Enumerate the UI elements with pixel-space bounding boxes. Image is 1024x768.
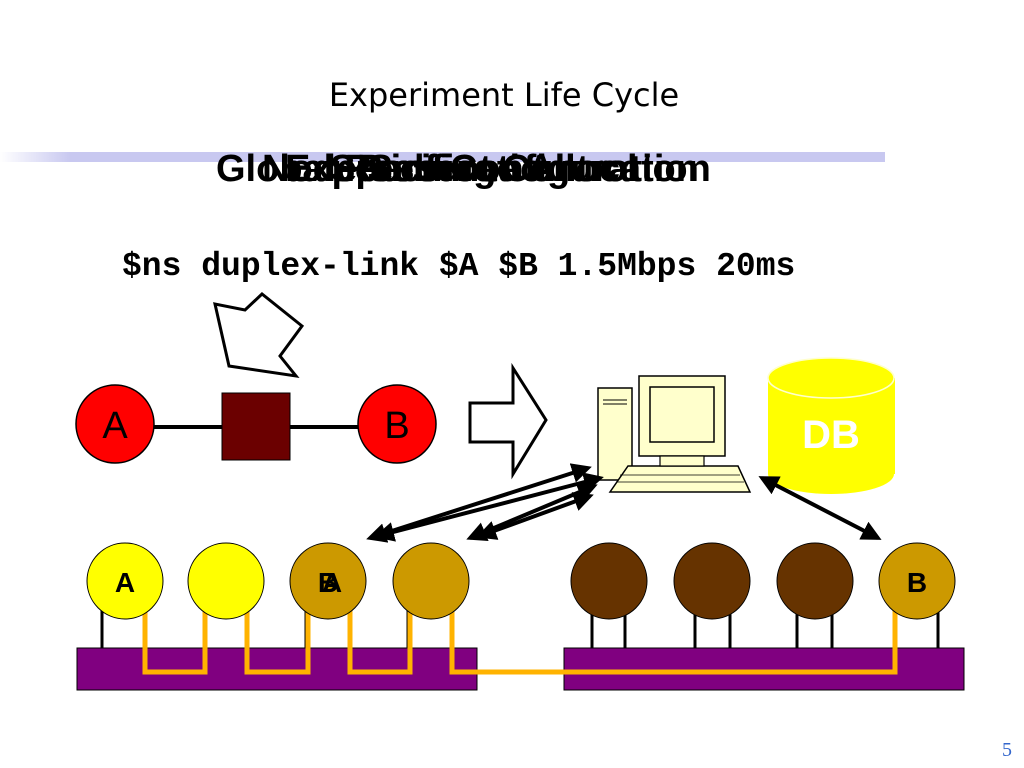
- control-arrow-2: [374, 472, 604, 542]
- heading-global-resource-allocation: Global Resource Allocation: [216, 148, 711, 190]
- topology-node-a: [75, 384, 155, 464]
- heading-node-self-configuration: Node Self-Configuration: [262, 148, 699, 190]
- pc-node-6: [673, 542, 751, 620]
- pc-node-3-label-a: A: [322, 567, 342, 598]
- control-arrow-4: [476, 492, 594, 540]
- pc-node-a-label: A: [115, 567, 135, 598]
- pc-node-b-label: B: [907, 567, 927, 598]
- switch-right: [563, 647, 965, 691]
- switch-left: [76, 647, 478, 691]
- control-arrow-db: [758, 476, 882, 540]
- heading-specification: Specification: [330, 148, 567, 190]
- link-delay-box: [221, 392, 291, 461]
- slide-title: Experiment Life Cycle: [328, 76, 680, 114]
- pc-node-7: [776, 542, 854, 620]
- topology-node-b-label: B: [384, 405, 409, 447]
- topology-node-a-label: A: [102, 405, 128, 447]
- pc-node-3-label-b: B: [318, 567, 338, 598]
- database-label: DB: [802, 413, 860, 457]
- pc-node-b: [878, 542, 956, 620]
- title-underline: [0, 152, 885, 162]
- parse-arrow: [213, 292, 305, 379]
- heading-experiment-control: Experiment Control: [285, 148, 638, 190]
- heading-parsing: Parsing: [357, 148, 497, 190]
- page-number: 5: [1002, 739, 1012, 761]
- ns-code-line: $ns duplex-link $A $B 1.5Mbps 20ms: [122, 248, 796, 285]
- topology-node-b: [357, 384, 437, 464]
- pc-node-4: [392, 542, 470, 620]
- control-computer-icon: [597, 375, 752, 493]
- pc-node-5: [570, 542, 648, 620]
- pc-node-a: [86, 542, 164, 620]
- pc-node-3: [289, 542, 367, 620]
- flow-arrow: [468, 362, 548, 480]
- pc-node-2: [187, 542, 265, 620]
